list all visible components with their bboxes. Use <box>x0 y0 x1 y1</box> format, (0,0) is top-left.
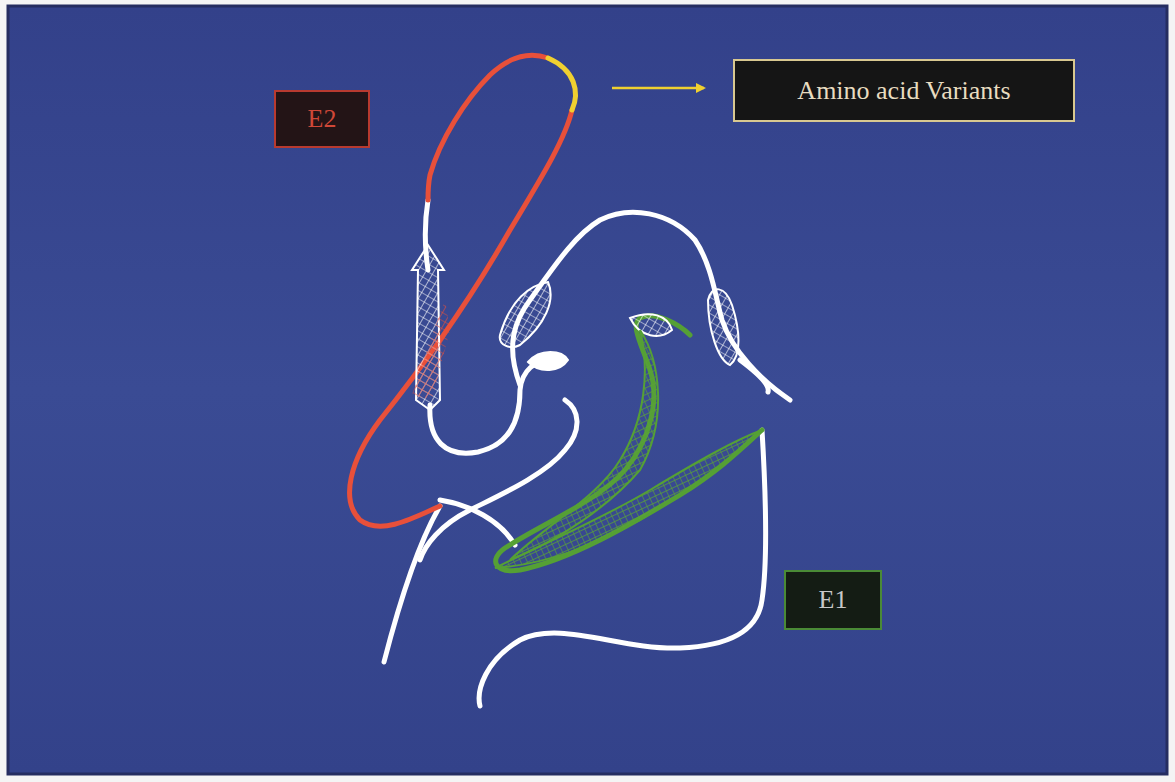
label-text: E1 <box>819 585 848 615</box>
protein-label-box: E1 <box>784 570 882 630</box>
protein-label-box: E2 <box>274 90 370 148</box>
label-text: E2 <box>308 104 337 134</box>
label-text: Amino acid Variants <box>797 76 1010 106</box>
callout-box: Amino acid Variants <box>733 59 1075 122</box>
